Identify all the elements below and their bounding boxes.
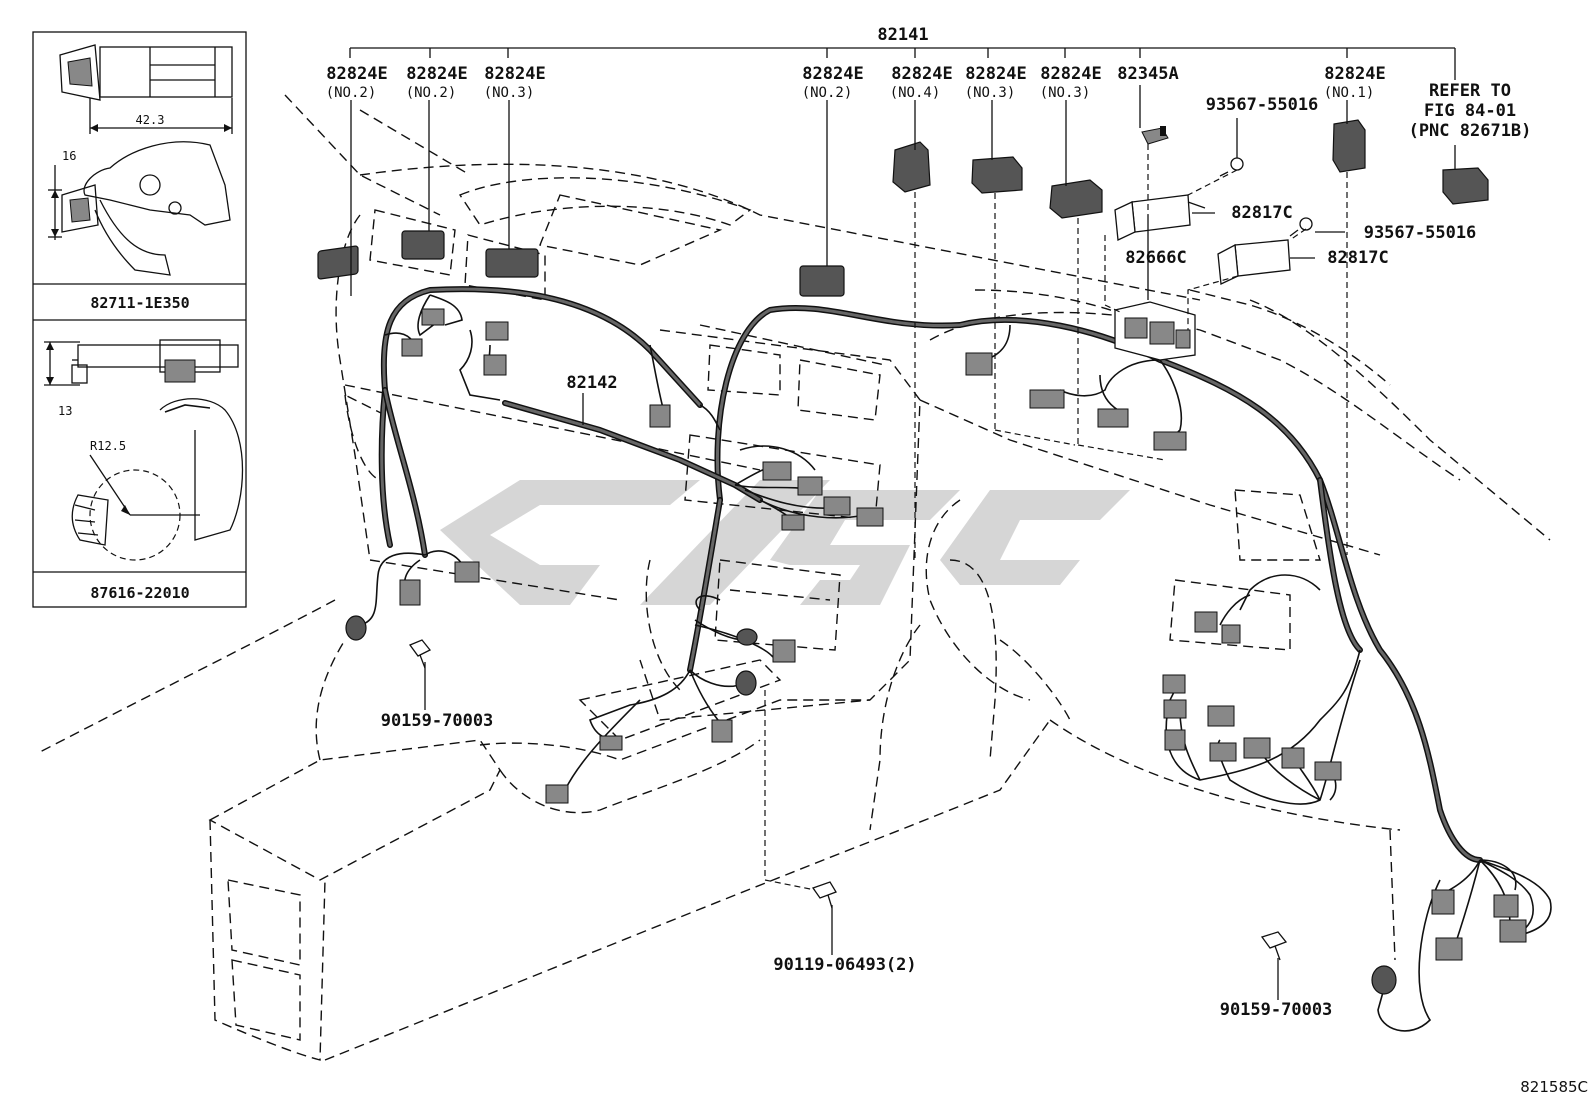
label-connector-4-note: (NO.2) (802, 85, 853, 101)
label-connector-2-note: (NO.2) (406, 85, 457, 101)
bracket-82817C-lower (1217, 239, 1291, 285)
label-main-harness: 82141 (877, 25, 928, 45)
inset-panel: 42.3 16 82711-1E350 13 R12.5 87616-220 (32, 31, 247, 608)
label-connector-7: 82824E (1040, 64, 1101, 84)
inset2-dim-radius: R12.5 (90, 439, 126, 453)
screw-icon-upper (1219, 157, 1244, 177)
label-connector-8: 82824E (1324, 64, 1385, 84)
inset1-dim-width: 42.3 (136, 113, 165, 127)
label-connector-8-note: (NO.1) (1324, 85, 1375, 101)
inset1-part-number: 82711-1E350 (90, 294, 189, 312)
label-connector-6-note: (NO.3) (965, 85, 1016, 101)
bolt-icon-center (811, 881, 837, 909)
label-connector-5: 82824E (891, 64, 952, 84)
label-sub-harness: 82142 (566, 373, 617, 393)
inset2-dim-height: 13 (58, 404, 72, 418)
label-screw-lower: 93567-55016 (1364, 223, 1477, 243)
figure-id: 821585C (1520, 1078, 1588, 1096)
inset1-dim-height: 16 (62, 149, 76, 163)
label-connector-3-note: (NO.3) (484, 85, 535, 101)
label-bracket-upper: 82817C (1231, 203, 1292, 223)
label-refer-line3: (PNC 82671B) (1409, 121, 1532, 141)
clamp-87616-drawing (44, 339, 244, 561)
screw-icon-lower (1289, 217, 1313, 237)
label-connector-1-note: (NO.2) (326, 85, 377, 101)
label-connector-1: 82824E (326, 64, 387, 84)
main-harness-82141 (378, 286, 1483, 863)
label-connector-3: 82824E (484, 64, 545, 84)
label-connector-7-note: (NO.3) (1040, 85, 1091, 101)
label-fuse-block: 82666C (1125, 248, 1186, 268)
label-screw-upper: 93567-55016 (1206, 95, 1319, 115)
branch-wires (359, 294, 1552, 1032)
label-connector-2: 82824E (406, 64, 467, 84)
label-relay: 82345A (1117, 64, 1178, 84)
bolt-icon-left (408, 639, 432, 669)
label-connector-5-note: (NO.4) (890, 85, 941, 101)
leader-lines (349, 47, 1456, 1000)
label-refer-line2: FIG 84-01 (1424, 101, 1516, 121)
exploded-connectors (892, 119, 1489, 219)
dashboard-outline (39, 94, 1551, 961)
bolt-icon-right (1260, 931, 1288, 961)
label-bracket-lower: 82817C (1327, 248, 1388, 268)
label-bolt-right: 90159-70003 (1220, 1000, 1333, 1020)
label-bolt-left: 90159-70003 (381, 711, 494, 731)
sub-harness-82142 (502, 400, 763, 503)
watermark-logo (440, 480, 1130, 605)
harness-connectors (317, 230, 1527, 995)
inset2-part-number: 87616-22010 (90, 584, 189, 602)
label-connector-6: 82824E (965, 64, 1026, 84)
fuse-block-82666C (1114, 301, 1196, 361)
clip-82711-drawing (48, 44, 233, 276)
label-connector-4: 82824E (802, 64, 863, 84)
center-console-outline (208, 639, 1051, 1061)
label-bolt-center: 90119-06493(2) (773, 955, 916, 975)
bracket-82817C-upper (1114, 194, 1206, 241)
label-refer-line1: REFER TO (1429, 81, 1511, 101)
